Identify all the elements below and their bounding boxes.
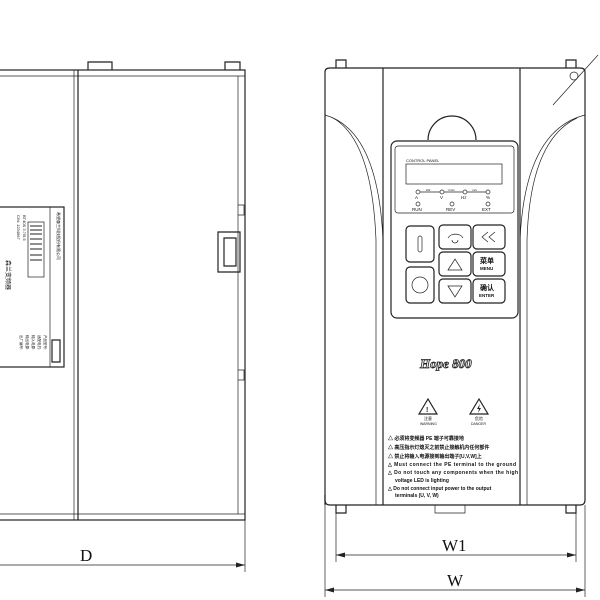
- svg-text:△ Must connect the PE terminal: △ Must connect the PE terminal to the gr…: [387, 462, 516, 468]
- w1-dimension-label: W1: [442, 536, 467, 555]
- indicator-run: RUN: [412, 207, 422, 212]
- nameplate-serial: CIN: 1234567: [16, 215, 21, 240]
- warning-icon: [417, 397, 439, 415]
- notice: terminals (U, V, W): [395, 493, 439, 499]
- indicator-kw: kW: [426, 188, 431, 192]
- enter-key[interactable]: 确认 ENTER: [472, 278, 506, 304]
- run-key[interactable]: [405, 225, 435, 263]
- safety-notices: △ 必须将变频器 PE 端子可靠接地 △ 高压指示灯熄灭之前禁止接触机内任何部件…: [387, 435, 518, 499]
- danger-en: DANGER: [471, 422, 486, 426]
- display-screen: [405, 163, 503, 185]
- down-key[interactable]: [438, 278, 472, 304]
- notice: 必须将变频器 PE 端子可靠接地: [393, 435, 463, 442]
- notice: 禁止将输入电源接到输出端子[U,V,W]上: [393, 453, 481, 460]
- indicator-ext: EXT: [482, 207, 491, 212]
- d-dimension-label: D: [80, 546, 92, 565]
- indicator-a: A: [415, 195, 418, 200]
- warning-en: WARNING: [420, 422, 437, 426]
- nameplate: 森兰变频器 希望森兰科技股份有限公司 BT40S 3.7/5.5 CIN: 12…: [0, 206, 65, 368]
- svg-text:!: !: [426, 407, 428, 414]
- stop-key[interactable]: [405, 266, 435, 304]
- notice: Do not connect input power to the output: [393, 486, 491, 492]
- notice: Do not touch any components when the hig…: [394, 470, 518, 476]
- up-arrow-icon: [447, 258, 463, 271]
- nameplate-line: 输入电源:: [31, 335, 36, 350]
- w-dimension-label: W: [447, 571, 464, 590]
- front-view: CONTROL PANEL A V Hz % kW r/min m/s RUN …: [324, 54, 599, 597]
- shift-icon: [481, 231, 496, 243]
- warning-cn: 注意: [424, 415, 432, 421]
- svg-text:△ Do not touch any components: △ Do not touch any components when the h…: [387, 470, 518, 476]
- nameplate-line: 适配电机:: [37, 335, 42, 350]
- svg-text:△ 必须将变频器 PE 端子可靠接地: △ 必须将变频器 PE 端子可靠接地: [387, 435, 464, 442]
- down-arrow-icon: [447, 285, 463, 298]
- indicator-rmin: r/min: [448, 188, 455, 192]
- enter-key-cn: 确认: [480, 283, 495, 292]
- danger-cn: 危险: [475, 415, 483, 421]
- shift-key[interactable]: [472, 224, 506, 250]
- svg-text:△ Do not connect input power t: △ Do not connect input power to the outp…: [387, 486, 492, 492]
- indicator-v: V: [440, 195, 443, 200]
- reverse-icon: [447, 233, 464, 244]
- indicator-rev: REV: [446, 207, 455, 212]
- reverse-key[interactable]: [438, 224, 472, 250]
- control-panel: CONTROL PANEL A V Hz % kW r/min m/s RUN …: [390, 140, 519, 319]
- nameplate-line: 产品型号:: [43, 335, 48, 350]
- danger-icon: [468, 397, 490, 415]
- enter-key-en: ENTER: [479, 293, 495, 298]
- menu-key-cn: 菜单: [479, 256, 494, 265]
- menu-key-en: MENU: [480, 266, 493, 271]
- control-panel-title: CONTROL PANEL: [406, 158, 440, 163]
- indicator-hz: Hz: [461, 195, 467, 200]
- brand-logo: Hope 800: [419, 356, 472, 371]
- indicator-percent: %: [486, 195, 490, 200]
- notice: Must connect the PE terminal to the grou…: [394, 462, 516, 468]
- svg-text:△ 禁止将输入电源接到输出端子[U,V,W]上: △ 禁止将输入电源接到输出端子[U,V,W]上: [387, 453, 482, 460]
- up-key[interactable]: [438, 251, 472, 277]
- notice: 高压指示灯熄灭之前禁止接触机内任何部件: [394, 444, 489, 451]
- stop-icon: [411, 276, 429, 294]
- indicator-ms: m/s: [472, 188, 477, 192]
- side-view: 森兰变频器 希望森兰科技股份有限公司 BT40S 3.7/5.5 CIN: 12…: [0, 61, 246, 572]
- nameplate-company: 希望森兰科技股份有限公司: [56, 212, 62, 260]
- run-icon: [417, 235, 423, 253]
- nameplate-line: 输出电源:: [25, 335, 30, 350]
- nameplate-model: BT40S 3.7/5.5: [22, 215, 27, 241]
- nameplate-title: 森兰变频器: [4, 260, 12, 290]
- nameplate-line: 出厂编号:: [19, 335, 24, 350]
- notice: voltage LED is lighting: [395, 478, 449, 484]
- menu-key[interactable]: 菜单 MENU: [472, 251, 506, 277]
- svg-text:△ 高压指示灯熄灭之前禁止接触机内任何部件: △ 高压指示灯熄灭之前禁止接触机内任何部件: [387, 444, 489, 451]
